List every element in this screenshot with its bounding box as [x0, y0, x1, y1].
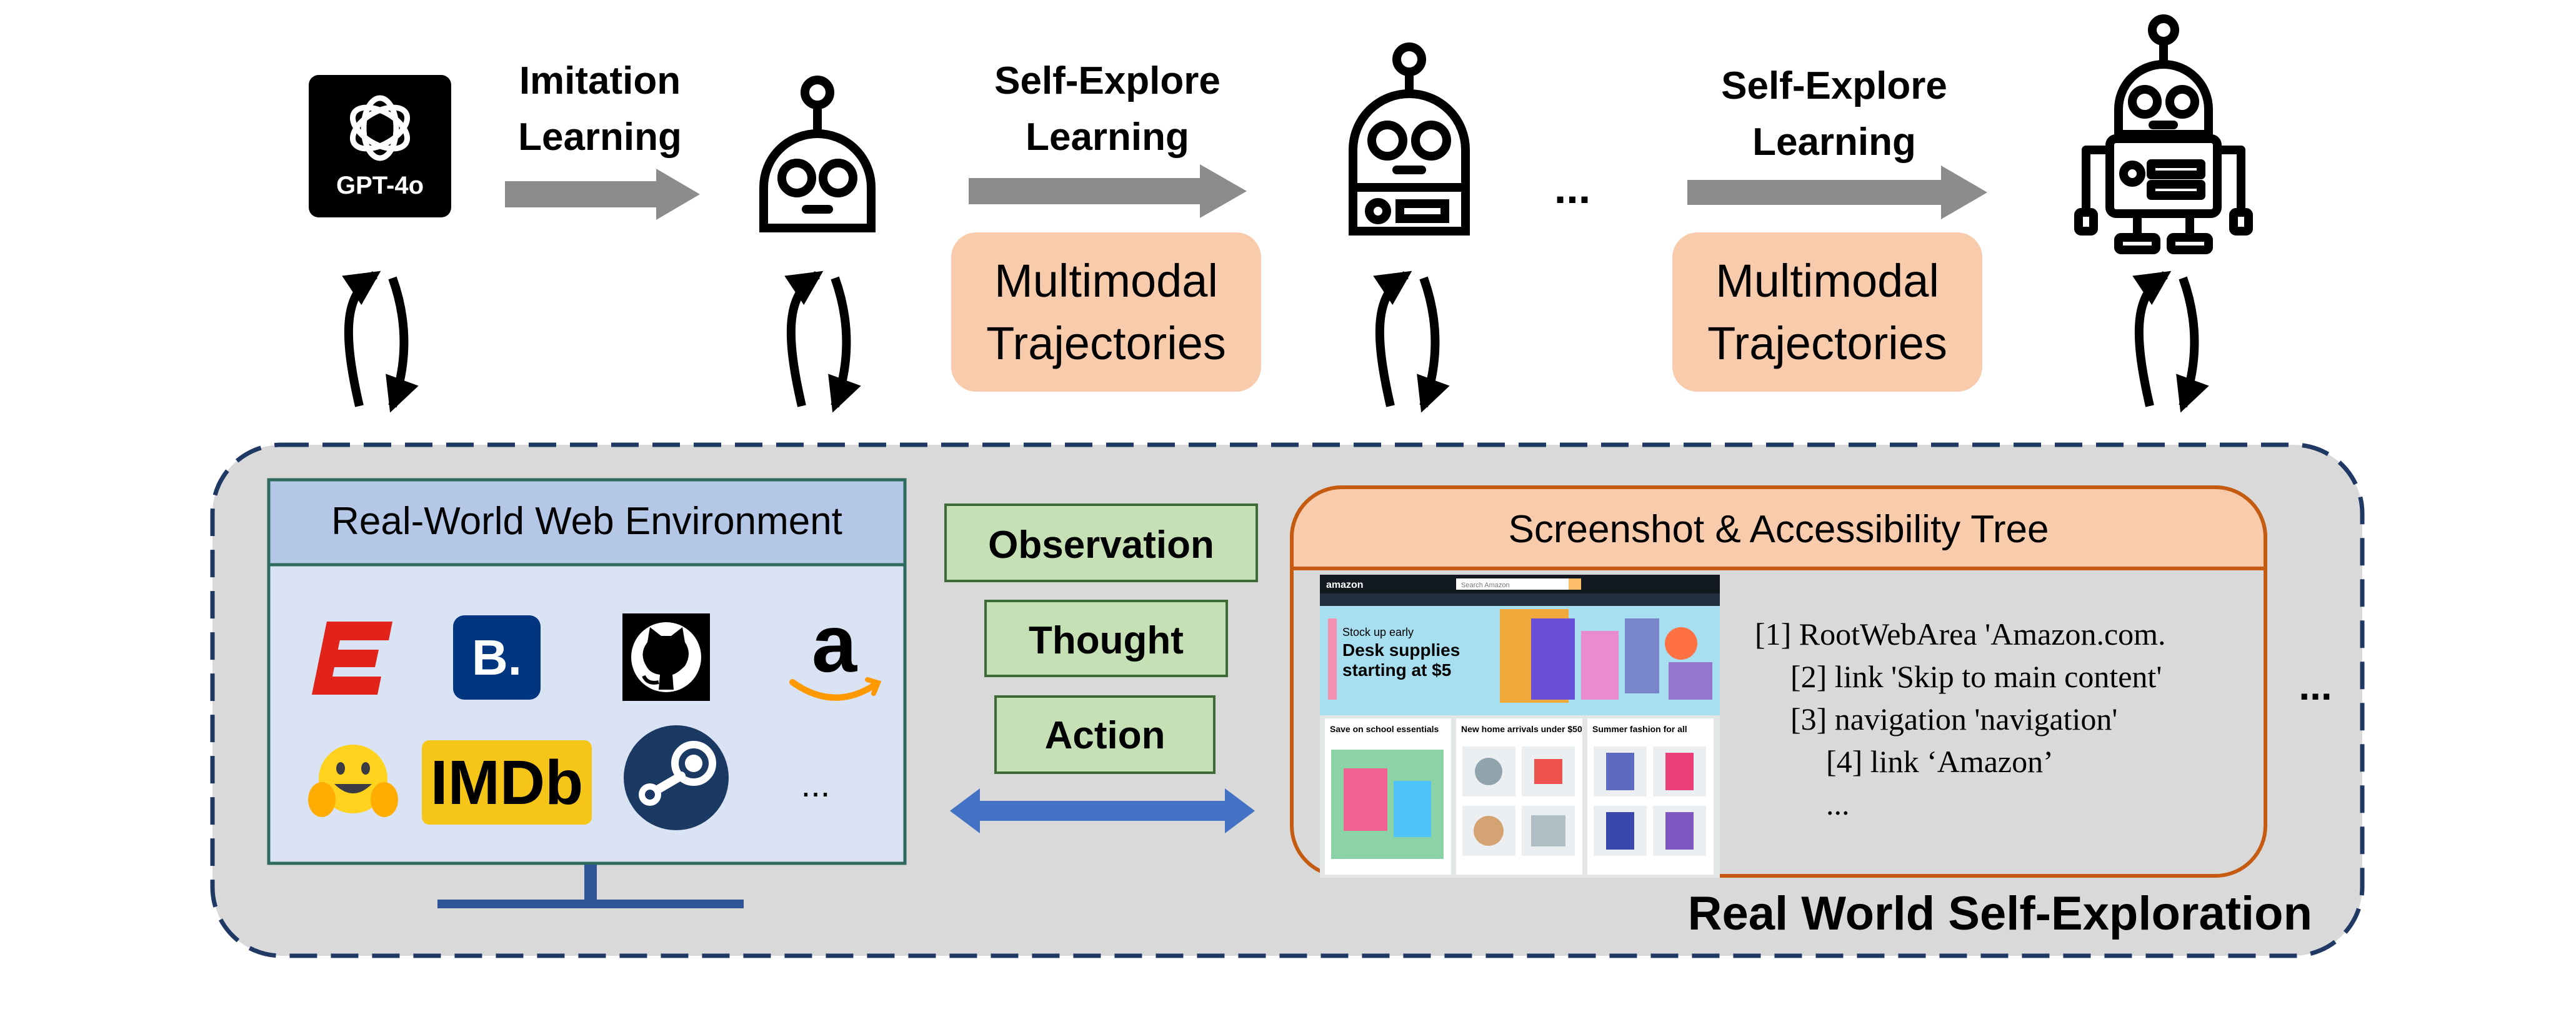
imitation-label-line2: Learning: [518, 116, 682, 159]
espn-icon: [312, 622, 392, 695]
openai-logo-icon: [349, 95, 411, 161]
cycle-arrow-robot1: [784, 270, 861, 413]
region-label: Real World Self-Exploration: [1688, 887, 2312, 940]
promo-line1: Stock up early: [1342, 626, 1414, 638]
robot-stage2-icon: [1349, 42, 1470, 236]
traj1-line1: Multimodal: [994, 255, 1218, 307]
robot-stage1-icon: [759, 76, 876, 232]
tree-line-5: ...: [1826, 786, 1850, 821]
monitor-title: Real-World Web Environment: [331, 500, 842, 543]
imitation-arrow: [505, 169, 700, 220]
cycle-arrow-gpt4o: [342, 270, 419, 413]
action-label: Action: [1045, 714, 1166, 757]
thought-step: Thought: [984, 600, 1228, 677]
svg-text:a: a: [812, 598, 858, 689]
panel-more-ellipsis: ...: [2299, 663, 2332, 708]
traj1-line2: Trajectories: [986, 317, 1226, 369]
stages-ellipsis: ...: [1554, 164, 1590, 212]
interaction-arrows: [342, 270, 2209, 413]
amazon-screenshot: amazon Search Amazon Stock up early Desk…: [1320, 575, 1720, 878]
self-explore-label-1-line2: Learning: [1026, 116, 1189, 159]
thought-label: Thought: [1029, 619, 1184, 662]
self-explore-label-1-line1: Self-Explore: [994, 59, 1221, 102]
amazon-icon: a: [789, 598, 882, 701]
bidirectional-arrow: [950, 788, 1255, 833]
gpt4o-badge: GPT-4o: [309, 75, 451, 217]
huggingface-icon: [308, 745, 398, 817]
cycle-arrow-robot2: [1373, 270, 1450, 413]
self-explore-label-2-line2: Learning: [1752, 121, 1916, 164]
amazon-search-box: [1456, 578, 1569, 590]
more-sites-ellipsis: ...: [801, 765, 831, 804]
cycle-arrow-robot3: [2132, 270, 2209, 413]
self-explore-label-2-line1: Self-Explore: [1721, 64, 1947, 107]
card2-title: New home arrivals under $50: [1461, 724, 1582, 734]
steam-icon: [624, 725, 729, 830]
self-explore-arrow-1: [969, 164, 1247, 218]
panel-title: Screenshot & Accessibility Tree: [1509, 508, 2049, 551]
traj2-line1: Multimodal: [1715, 255, 1939, 307]
amazon-logo-text: amazon: [1326, 580, 1364, 590]
github-icon: [622, 613, 710, 701]
monitor-stand-neck: [584, 865, 597, 902]
self-explore-arrow-2: [1687, 166, 1987, 219]
card1-title: Save on school essentials: [1330, 724, 1439, 734]
web-environment-monitor: Real-World Web Environment B. a: [267, 478, 907, 908]
observation-step: Observation: [944, 504, 1258, 582]
promo-line3: starting at $5: [1342, 660, 1451, 680]
tree-line-1: [1] RootWebArea 'Amazon.com.: [1755, 617, 2166, 652]
robot-stage3-icon: [2074, 14, 2253, 254]
tree-line-2: [2] link 'Skip to main content': [1790, 659, 2162, 694]
booking-icon: B.: [453, 615, 541, 700]
booking-letter: B.: [472, 630, 522, 685]
imitation-label-line1: Imitation: [519, 59, 681, 102]
action-step: Action: [994, 695, 1216, 774]
monitor-stand-base: [437, 900, 744, 908]
imdb-text: IMDb: [431, 748, 583, 818]
observation-label: Observation: [988, 523, 1214, 567]
amazon-search-placeholder: Search Amazon: [1461, 582, 1510, 589]
card3-title: Summer fashion for all: [1592, 724, 1687, 734]
traj2-line2: Trajectories: [1707, 317, 1947, 369]
imdb-icon: IMDb: [422, 740, 592, 825]
tree-line-4: [4] link ‘Amazon’: [1826, 744, 2054, 779]
promo-line2: Desk supplies: [1342, 640, 1460, 660]
trajectories-box-1: Multimodal Trajectories: [951, 232, 1261, 392]
tree-line-3: [3] navigation 'navigation': [1790, 702, 2117, 737]
trajectories-box-2: Multimodal Trajectories: [1672, 232, 1982, 392]
observation-panel: Screenshot & Accessibility Tree amazon S…: [1290, 485, 2267, 878]
gpt4o-label: GPT-4o: [336, 172, 424, 199]
